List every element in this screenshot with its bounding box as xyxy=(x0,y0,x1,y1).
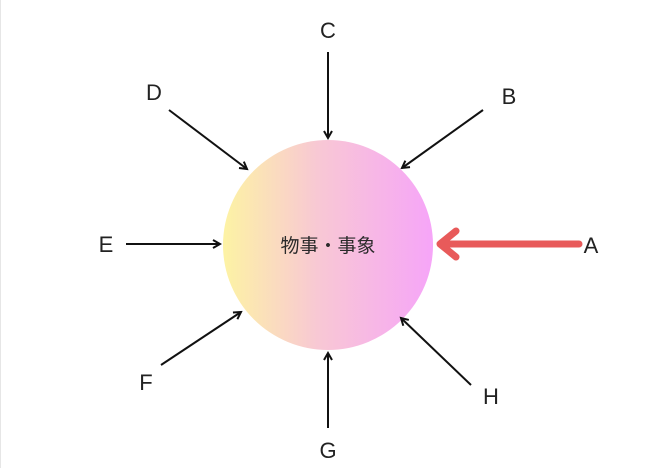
label-f: F xyxy=(139,370,152,395)
label-d: D xyxy=(146,80,162,105)
arrow-f xyxy=(160,312,241,366)
center-circle xyxy=(223,140,433,350)
arrow-b xyxy=(402,109,484,168)
arrow-d xyxy=(168,109,247,169)
label-c: C xyxy=(320,18,336,43)
arrow-a-highlight xyxy=(436,227,583,261)
label-e: E xyxy=(99,232,114,257)
label-a: A xyxy=(584,233,599,258)
center-label: 物事・事象 xyxy=(280,235,375,257)
label-h: H xyxy=(483,384,499,409)
label-b: B xyxy=(502,84,517,109)
arrow-h xyxy=(401,318,472,386)
label-g: G xyxy=(319,438,336,463)
